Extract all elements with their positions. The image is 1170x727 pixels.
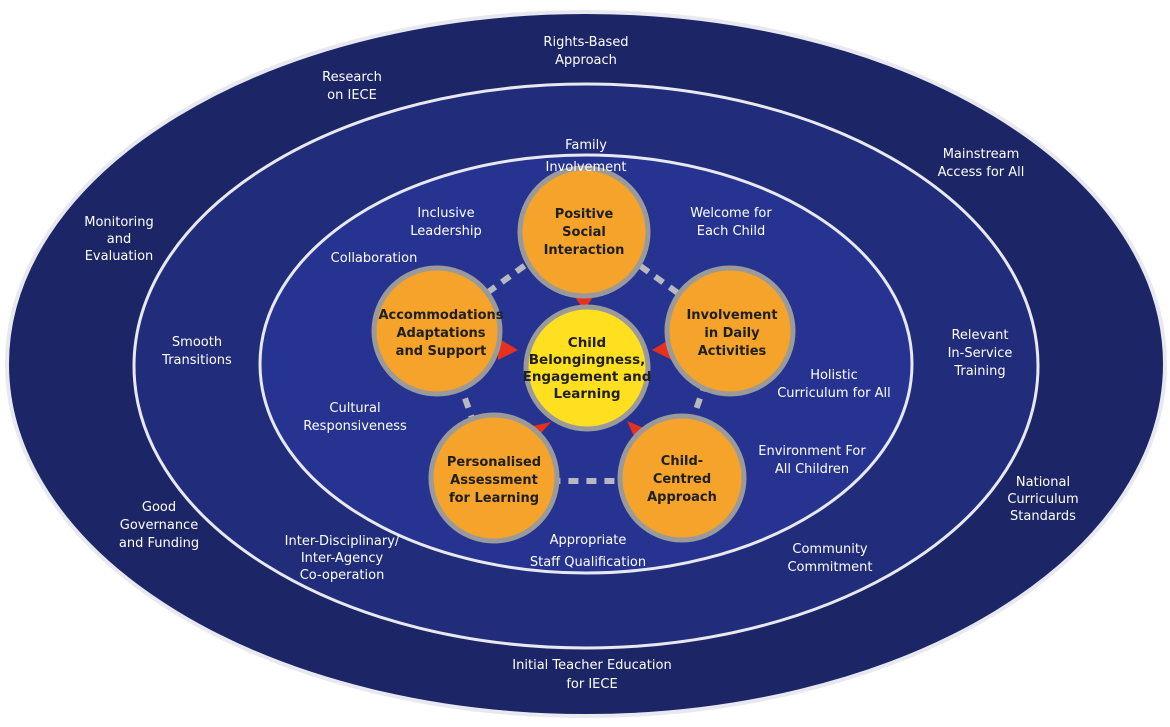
label-collaboration: Collaboration [331, 251, 418, 266]
node-accommodations-adaptations [371, 265, 503, 397]
node-positive-social-interaction [517, 165, 651, 299]
nodes-group [371, 165, 796, 544]
arrow-from-accommodations-adaptations [498, 338, 518, 360]
center-circle [523, 304, 651, 432]
node-involvement-in-daily-activities [664, 265, 796, 397]
node-personalised-assessment [428, 412, 560, 544]
node-child-centred-approach [617, 413, 747, 543]
